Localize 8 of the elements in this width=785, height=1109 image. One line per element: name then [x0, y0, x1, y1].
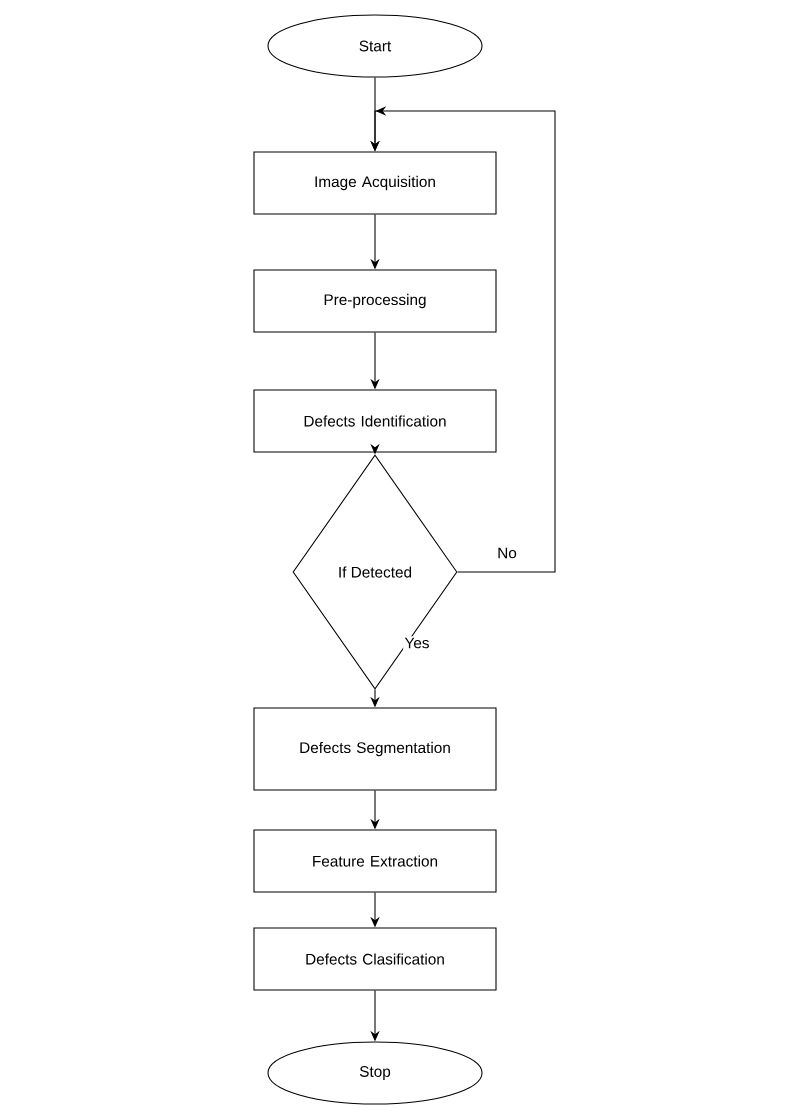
process-box: Feature Extraction — [253, 829, 497, 893]
process-box: Pre-processing — [253, 269, 497, 333]
process-box: Defects Segmentation — [253, 707, 497, 791]
edge-label: Yes — [403, 636, 431, 650]
edge-label: No — [495, 546, 519, 560]
process-box: Defects Identification — [253, 389, 497, 453]
process-box: Image Acquisition — [253, 151, 497, 215]
process-box: Defects Clasification — [253, 927, 497, 991]
